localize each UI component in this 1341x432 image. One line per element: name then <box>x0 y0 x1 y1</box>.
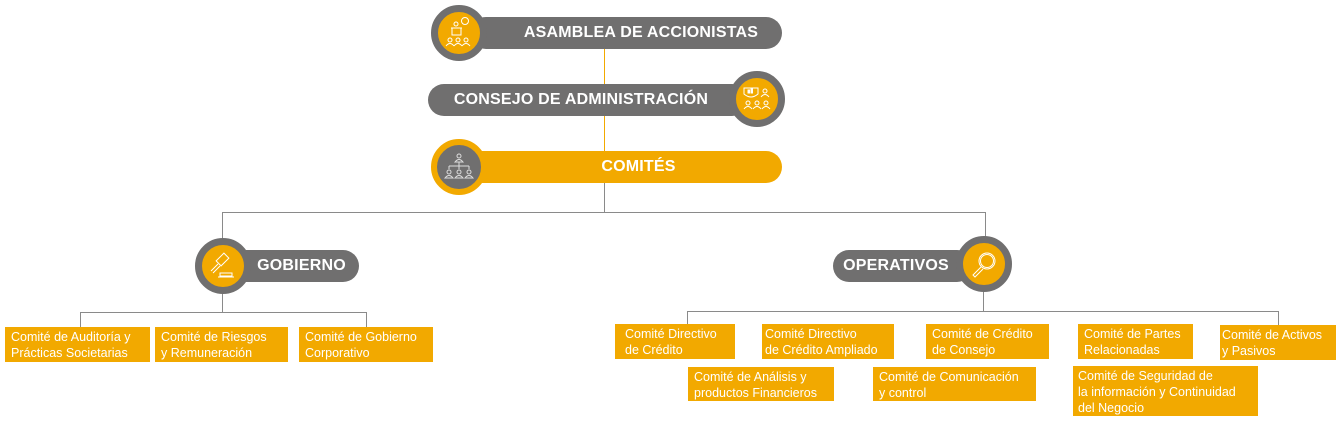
committee-analisis-productos-financieros: Comité de Análisis y productos Financier… <box>688 367 834 401</box>
operativos-node: OPERATIVOS <box>833 250 973 282</box>
gavel-icon <box>195 238 251 294</box>
org-chart-icon <box>431 139 487 195</box>
connector-operativos-horizontal <box>687 311 1279 312</box>
connector-asamblea-consejo <box>604 48 605 84</box>
magnifier-icon <box>956 236 1012 292</box>
connector-gobierno-down <box>222 290 223 312</box>
consejo-label: CONSEJO DE ADMINISTRACIÓN <box>453 91 709 108</box>
board-presentation-icon <box>729 71 785 127</box>
connector-branches-horizontal <box>222 212 986 213</box>
gobierno-label: GOBIERNO <box>257 257 346 274</box>
connector-operativos-down <box>983 290 984 312</box>
committee-directivo-credito: Comité Directivo de Crédito <box>615 324 735 359</box>
comites-label: COMITÉS <box>601 158 676 175</box>
connector-gobierno-up <box>222 212 223 242</box>
committee-partes-relacionadas: Comité de Partes Relacionadas <box>1078 324 1193 359</box>
committee-comunicacion-control: Comité de Comunicación y control <box>873 367 1036 401</box>
committee-seguridad-informacion: Comité de Seguridad de la información y … <box>1073 366 1258 416</box>
asamblea-label: ASAMBLEA DE ACCIONISTAS <box>523 24 759 41</box>
connector-gobierno-horizontal <box>80 312 367 313</box>
committee-activos-pasivos: Comité de Activos y Pasivos <box>1220 325 1336 360</box>
asamblea-de-accionistas-node: ASAMBLEA DE ACCIONISTAS <box>470 17 782 49</box>
shareholders-meeting-icon <box>431 5 487 61</box>
committee-credito-consejo: Comité de Crédito de Consejo <box>926 324 1049 359</box>
connector-operativos-up <box>985 212 986 238</box>
connector-comites-down <box>604 183 605 213</box>
comites-node: COMITÉS <box>465 151 782 183</box>
connector-gob-1 <box>80 312 81 327</box>
committee-riesgos: Comité de Riesgos y Remuneración <box>155 327 288 362</box>
connector-op-1 <box>687 311 688 324</box>
committee-gobierno-corporativo: Comité de Gobierno Corporativo <box>299 327 433 362</box>
committee-auditoria: Comité de Auditoría y Prácticas Societar… <box>5 327 150 362</box>
gobierno-node: GOBIERNO <box>230 250 359 282</box>
committee-directivo-credito-ampliado: Comité Directivo de Crédito Ampliado <box>762 324 894 359</box>
connector-op-last <box>1278 311 1279 326</box>
connector-consejo-comites <box>604 115 605 151</box>
consejo-de-administracion-node: CONSEJO DE ADMINISTRACIÓN <box>428 84 748 116</box>
connector-gob-3 <box>366 312 367 327</box>
operativos-label: OPERATIVOS <box>843 257 949 274</box>
